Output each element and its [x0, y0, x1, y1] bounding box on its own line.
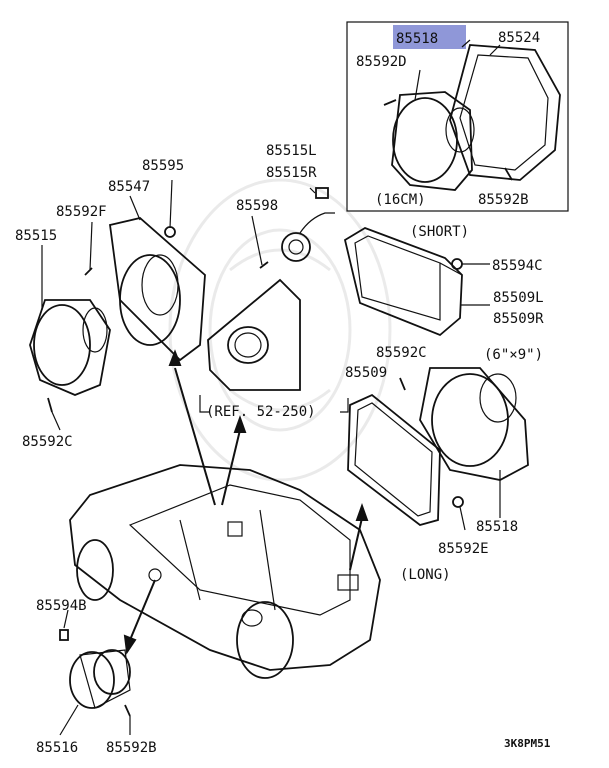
clip-85594C[interactable] — [451, 258, 463, 270]
label-85592E: 85592E — [438, 541, 489, 557]
highlight-85518[interactable] — [393, 25, 466, 49]
label-85515L: 85515L — [266, 143, 317, 159]
label-16cm: (16CM) — [375, 192, 426, 208]
tweeter-85515LR[interactable] — [281, 187, 335, 262]
label-85547: 85547 — [108, 179, 150, 195]
label-85515R: 85515R — [266, 165, 317, 181]
arrows — [123, 349, 369, 655]
bracket-85509[interactable] — [347, 393, 441, 526]
label-short: (SHORT) — [410, 224, 469, 240]
screw-85598[interactable] — [259, 261, 269, 269]
label-85592B-top: 85592B — [478, 192, 529, 208]
label-85515: 85515 — [15, 228, 57, 244]
watermark-emblem — [168, 178, 392, 482]
label-85594B: 85594B — [36, 598, 87, 614]
label-85516: 85516 — [36, 740, 78, 756]
label-85524: 85524 — [498, 30, 540, 46]
speaker-85516[interactable] — [69, 649, 131, 709]
label-85592C-right: 85592C — [376, 345, 427, 361]
speaker-85515[interactable] — [29, 299, 111, 396]
label-85518-bottom: 85518 — [476, 519, 518, 535]
label-long: (LONG) — [400, 567, 451, 583]
speaker-bracket-85547[interactable] — [108, 217, 206, 362]
label-85592D: 85592D — [356, 54, 407, 70]
pillar-cover-tweeter[interactable] — [207, 278, 301, 391]
label-85509R: 85509R — [493, 311, 544, 327]
label-ref-52-250: (REF. 52-250) — [206, 404, 316, 420]
clip-85592E[interactable] — [452, 496, 464, 508]
label-85594C: 85594C — [492, 258, 543, 274]
speaker-85518-short[interactable] — [391, 91, 475, 191]
screw-85592F[interactable] — [84, 267, 93, 276]
label-85595: 85595 — [142, 158, 184, 174]
screw-85592B-top[interactable] — [504, 167, 513, 181]
label-85592C-left: 85592C — [22, 434, 73, 450]
screw-85592D[interactable] — [383, 99, 397, 106]
speaker-85518-6x9[interactable] — [419, 367, 529, 481]
label-85592F: 85592F — [56, 204, 107, 220]
label-6x9: (6"×9") — [484, 347, 543, 363]
speaker-box-85509LR[interactable] — [343, 227, 463, 337]
label-85509: 85509 — [345, 365, 387, 381]
label-85509L: 85509L — [493, 290, 544, 306]
label-85592B-bottom: 85592B — [106, 740, 157, 756]
clip-85594B[interactable] — [59, 629, 69, 641]
gasket-85524[interactable] — [449, 44, 561, 181]
label-85598: 85598 — [236, 198, 278, 214]
short-speaker-group-frame — [346, 21, 569, 212]
clip-85595[interactable] — [164, 226, 176, 238]
screw-85592C-left[interactable] — [47, 397, 53, 413]
screw-85592C-right[interactable] — [399, 377, 406, 391]
screw-85592B-bottom[interactable] — [124, 704, 131, 717]
diagram-code: 3K8PM51 — [504, 737, 551, 750]
vehicle-outline — [69, 464, 381, 679]
label-85518-top: 85518 — [396, 31, 438, 47]
